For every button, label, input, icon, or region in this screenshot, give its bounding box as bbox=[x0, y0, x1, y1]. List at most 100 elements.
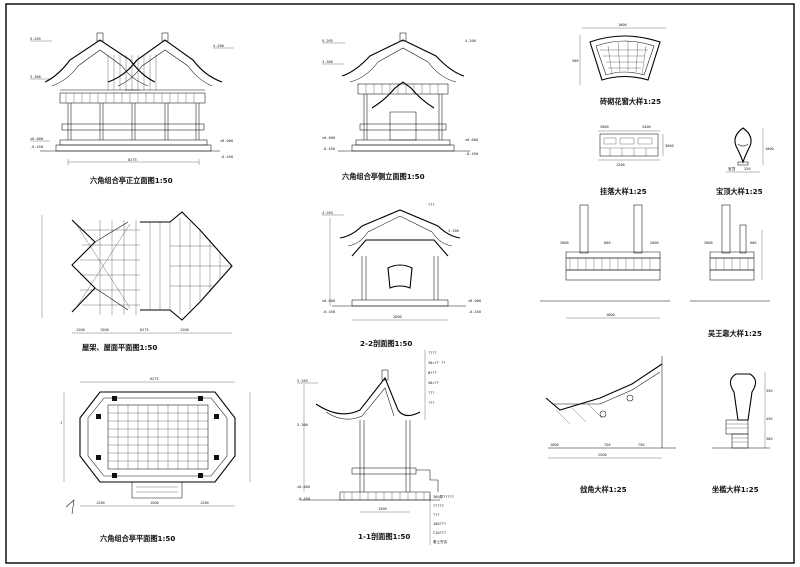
svg-text:-0.450: -0.450 bbox=[297, 497, 310, 501]
svg-text:????: ???? bbox=[428, 351, 437, 355]
svg-text:2500: 2500 bbox=[598, 453, 607, 457]
svg-text:50×??: 50×?? bbox=[428, 381, 439, 385]
sheet-frame bbox=[5, 3, 795, 564]
bench-detail-b-title: 吴王靠大样1:25 bbox=[708, 329, 762, 338]
svg-text:300厚?????: 300厚????? bbox=[433, 494, 454, 499]
svg-text:3.300: 3.300 bbox=[322, 60, 333, 64]
svg-text:Φ???: Φ??? bbox=[428, 371, 437, 375]
svg-text:5.265: 5.265 bbox=[322, 39, 333, 43]
svg-text:2000: 2000 bbox=[650, 241, 659, 245]
svg-text:C10???: C10??? bbox=[433, 531, 446, 535]
svg-text:320: 320 bbox=[744, 167, 751, 171]
seat-detail: 350 450 300 坐槛大样1:25 bbox=[712, 372, 773, 494]
side-elevation: 5.265 4.200 3.300 ±0.000 -0.450 ±0.000 -… bbox=[322, 32, 478, 181]
side-elevation-title: 六角组合亭侧立面图1:50 bbox=[342, 172, 425, 181]
s11-foot-notes: 300厚????? ????? ??? 100??? C10??? 素土夯实 bbox=[433, 494, 454, 544]
svg-text:-0.450: -0.450 bbox=[465, 152, 478, 156]
svg-text:???: ??? bbox=[428, 391, 435, 395]
svg-text:30×?? ??: 30×?? ?? bbox=[428, 361, 445, 365]
svg-text:1000: 1000 bbox=[550, 443, 559, 447]
bench-detail-a: 2000 600 2000 1800 bbox=[540, 204, 670, 319]
svg-text:宝顶: 宝顶 bbox=[728, 166, 736, 171]
finial-detail-title: 宝顶大样1:25 bbox=[716, 187, 763, 196]
roof-plan-title: 屋架、屋面平面图1:50 bbox=[82, 343, 157, 352]
svg-text:?????: ????? bbox=[433, 504, 444, 508]
svg-text:450: 450 bbox=[766, 417, 773, 421]
svg-text:-0.450: -0.450 bbox=[322, 147, 335, 151]
section-1-1-title: 1-1剖面图1:50 bbox=[358, 532, 410, 541]
section-2-2: 4.263 3.300 ±0.000 -0.450 ±0.000 -0.450 … bbox=[322, 203, 481, 348]
eave-corner-detail: 1000 750 750 2500 戗角大样1:25 bbox=[545, 356, 676, 494]
svg-text:3.300: 3.300 bbox=[448, 229, 459, 233]
lintel-detail: 2000 3400 1200 3000 挂落大样1:25 bbox=[598, 125, 674, 196]
svg-text:6275: 6275 bbox=[128, 158, 137, 162]
svg-text:???: ??? bbox=[428, 203, 435, 207]
svg-text:6275: 6275 bbox=[150, 377, 159, 381]
svg-text:-0.450: -0.450 bbox=[220, 155, 233, 159]
svg-text:600: 600 bbox=[604, 241, 611, 245]
svg-text:3.300: 3.300 bbox=[30, 75, 41, 79]
svg-text:1000: 1000 bbox=[618, 23, 627, 27]
svg-text:1: 1 bbox=[60, 421, 62, 425]
window-detail: 1000 500 砖砌花窗大样1:25 bbox=[572, 23, 666, 106]
svg-text:6275: 6275 bbox=[140, 328, 149, 332]
svg-text:750: 750 bbox=[638, 443, 645, 447]
section-1-1: 5.265 3.300 ±0.000 -0.450 1500 ???? 30×?… bbox=[297, 350, 454, 545]
svg-text:1500: 1500 bbox=[150, 501, 159, 505]
bench-detail-b: 2000 600 吴王靠大样1:25 bbox=[690, 204, 770, 338]
svg-text:100???: 100??? bbox=[433, 522, 446, 526]
lintel-detail-title: 挂落大样1:25 bbox=[600, 187, 647, 196]
svg-text:1500: 1500 bbox=[378, 507, 387, 511]
front-elevation: 5.265 4.200 3.300 ±0.000 -0.450 ±0.000 -… bbox=[30, 32, 234, 185]
svg-text:1200: 1200 bbox=[96, 501, 105, 505]
floor-plan-title: 六角组合亭平面图1:50 bbox=[100, 534, 175, 543]
svg-text:600: 600 bbox=[750, 241, 757, 245]
svg-text:2000: 2000 bbox=[600, 125, 609, 129]
svg-text:±0.000: ±0.000 bbox=[220, 139, 233, 143]
svg-text:±0.000: ±0.000 bbox=[322, 299, 335, 303]
roof-plan: 1200 1500 6275 1200 屋架、屋面平面图1:50 bbox=[41, 211, 233, 352]
svg-text:???: ??? bbox=[433, 513, 440, 517]
svg-text:5.265: 5.265 bbox=[30, 37, 41, 41]
svg-text:1200: 1200 bbox=[76, 328, 85, 332]
svg-text:-0.450: -0.450 bbox=[322, 310, 335, 314]
svg-text:5.265: 5.265 bbox=[297, 379, 308, 383]
svg-text:1800: 1800 bbox=[606, 313, 615, 317]
s11-notes: ???? 30×?? ?? Φ??? 50×?? ??? ??? bbox=[428, 351, 445, 405]
svg-text:3400: 3400 bbox=[642, 125, 651, 129]
svg-text:4.200: 4.200 bbox=[465, 39, 476, 43]
svg-text:4.263: 4.263 bbox=[322, 211, 333, 215]
svg-text:±0.000: ±0.000 bbox=[322, 136, 335, 140]
svg-text:-0.450: -0.450 bbox=[468, 310, 481, 314]
svg-text:???: ??? bbox=[428, 401, 435, 405]
svg-text:±0.000: ±0.000 bbox=[297, 485, 310, 489]
svg-text:±0.000: ±0.000 bbox=[30, 137, 43, 141]
svg-text:3.300: 3.300 bbox=[297, 423, 308, 427]
front-elevation-title: 六角组合亭正立面图1:50 bbox=[90, 176, 173, 185]
svg-text:750: 750 bbox=[604, 443, 611, 447]
svg-text:1500: 1500 bbox=[100, 328, 109, 332]
window-detail-title: 砖砌花窗大样1:25 bbox=[600, 97, 661, 106]
svg-text:500: 500 bbox=[572, 59, 579, 63]
svg-text:±0.000: ±0.000 bbox=[468, 299, 481, 303]
svg-text:2000: 2000 bbox=[560, 241, 569, 245]
floor-plan: 1 6275 1200 1500 1200 六角组合亭平面图1:50 bbox=[60, 377, 251, 543]
svg-text:2600: 2600 bbox=[393, 315, 402, 319]
svg-text:2000: 2000 bbox=[704, 241, 713, 245]
svg-text:素土夯实: 素土夯实 bbox=[433, 539, 448, 544]
svg-text:4.200: 4.200 bbox=[213, 44, 224, 48]
svg-text:3000: 3000 bbox=[665, 144, 674, 148]
svg-text:±0.000: ±0.000 bbox=[465, 138, 478, 142]
svg-text:300: 300 bbox=[766, 437, 773, 441]
svg-text:1200: 1200 bbox=[616, 163, 625, 167]
svg-text:1000: 1000 bbox=[765, 147, 774, 151]
finial-detail: 宝顶 320 1000 宝顶大样1:25 bbox=[716, 127, 774, 196]
svg-text:1200: 1200 bbox=[200, 501, 209, 505]
svg-text:350: 350 bbox=[766, 389, 773, 393]
svg-text:-0.450: -0.450 bbox=[30, 145, 43, 149]
svg-text:1200: 1200 bbox=[180, 328, 189, 332]
eave-corner-title: 戗角大样1:25 bbox=[580, 485, 627, 494]
section-2-2-title: 2-2剖面图1:50 bbox=[360, 339, 412, 348]
seat-detail-title: 坐槛大样1:25 bbox=[712, 485, 759, 494]
